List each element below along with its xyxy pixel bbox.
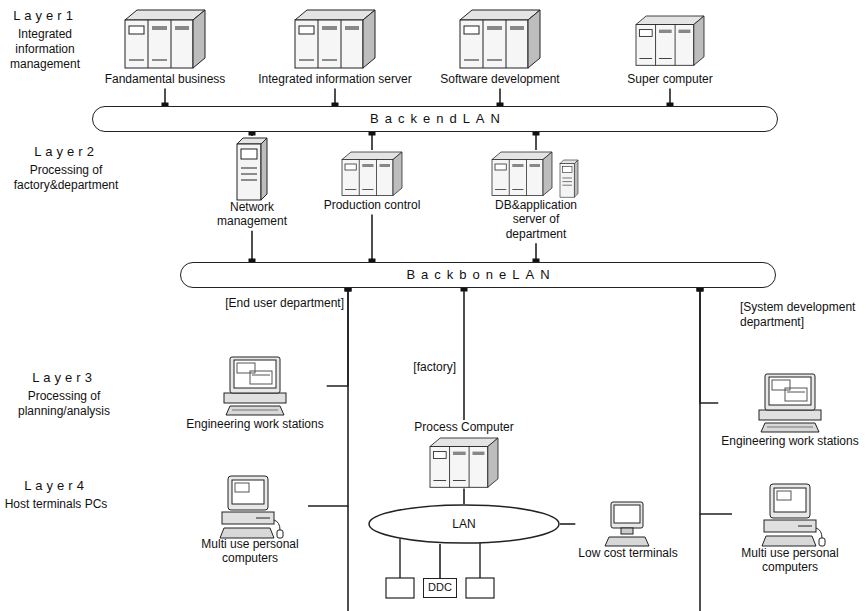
- node-text: Multi use personal computers: [735, 546, 845, 575]
- lan-connector: [700, 288, 732, 514]
- bus-line: [347, 506, 349, 611]
- server-icon: [295, 10, 375, 68]
- node-text: Production control: [324, 198, 421, 212]
- server-node: Software development: [437, 6, 562, 88]
- layer-description: Processing of planning/analysis: [4, 389, 124, 419]
- server-node: Fandamental business: [102, 6, 229, 88]
- pc-node: Multi use personal computers: [192, 475, 308, 568]
- layer-description: Processing of factory&department: [4, 163, 128, 193]
- process-computer-icon: [430, 438, 498, 487]
- layer-label: Layer4: [4, 478, 108, 494]
- storage-icon: [560, 160, 578, 197]
- lan-band: BackendLAN: [92, 106, 778, 132]
- server-node: Integrated information server: [255, 6, 414, 88]
- node-text: Integrated information server: [258, 72, 411, 86]
- node-text: Network management: [212, 200, 292, 229]
- bus-line: [699, 514, 701, 611]
- layer-description: Integrated information management: [4, 27, 86, 72]
- node-text: LAN: [452, 517, 475, 531]
- lan-connector: [371, 214, 373, 262]
- server-node: Production control: [321, 150, 424, 214]
- lan-band: BackboneLAN: [180, 262, 776, 288]
- layer-label: Layer1: [4, 8, 86, 24]
- workstation-node: Engineering work stations: [183, 355, 326, 433]
- terminal-icon: [605, 502, 649, 546]
- lan-connector: [308, 288, 348, 506]
- node-text: DDC: [428, 581, 452, 594]
- workstation-icon: [759, 374, 821, 432]
- node-text: BackboneLAN: [400, 267, 555, 283]
- ddc-box: DDC: [423, 578, 457, 598]
- group-label: [factory]: [396, 360, 456, 375]
- device-box: [386, 578, 414, 598]
- pc-icon: [762, 484, 825, 546]
- node-text: DB&application server of department: [486, 198, 586, 241]
- layer-label: Layer3: [4, 370, 124, 386]
- lan-connector: [463, 288, 465, 420]
- workstation-node: Engineering work stations: [718, 372, 861, 450]
- layer-label: Layer2: [4, 144, 128, 160]
- workstation-icon: [224, 357, 286, 415]
- node-text: BackendLAN: [364, 111, 506, 127]
- lan-connector: [700, 288, 718, 403]
- group-label: [System development department]: [740, 300, 862, 330]
- group-label: [End user department]: [222, 296, 344, 311]
- lan-connector: [251, 231, 253, 262]
- server-node: Super computer: [624, 6, 715, 88]
- server-icon: [460, 10, 540, 68]
- device-line: [479, 543, 480, 578]
- node-text: Low cost terminals: [578, 546, 677, 560]
- server-node: DB&application server of department: [483, 150, 589, 243]
- server-node: Network management: [209, 136, 295, 231]
- node-text: Engineering work stations: [721, 434, 858, 448]
- node-text: Multi use personal computers: [195, 537, 305, 566]
- server-icon: [342, 152, 402, 196]
- node-text: Engineering work stations: [186, 417, 323, 431]
- node-text: Super computer: [627, 72, 712, 86]
- pc-icon: [220, 476, 283, 538]
- server-icon: [492, 152, 552, 196]
- device-line: [399, 539, 400, 578]
- node-text: Process Computer: [414, 420, 513, 434]
- lan-ellipse-outline: [369, 505, 559, 543]
- process-computer-node: Process Computer: [411, 420, 516, 488]
- device-box: [466, 578, 494, 598]
- lan-connector: [463, 488, 465, 504]
- lan-connector: [560, 523, 575, 525]
- server-icon: [125, 10, 205, 68]
- lan-ellipse: LAN: [368, 504, 560, 544]
- node-text: Software development: [440, 72, 559, 86]
- node-text: Fandamental business: [105, 72, 226, 86]
- lan-connector: [439, 544, 441, 578]
- pc-node: Multi use personal computers: [732, 482, 848, 577]
- terminal-node: Low cost terminals: [575, 500, 680, 562]
- server-icon: [636, 16, 704, 65]
- network-manager-icon: [237, 138, 267, 200]
- layer-description: Host terminals PCs: [4, 497, 108, 512]
